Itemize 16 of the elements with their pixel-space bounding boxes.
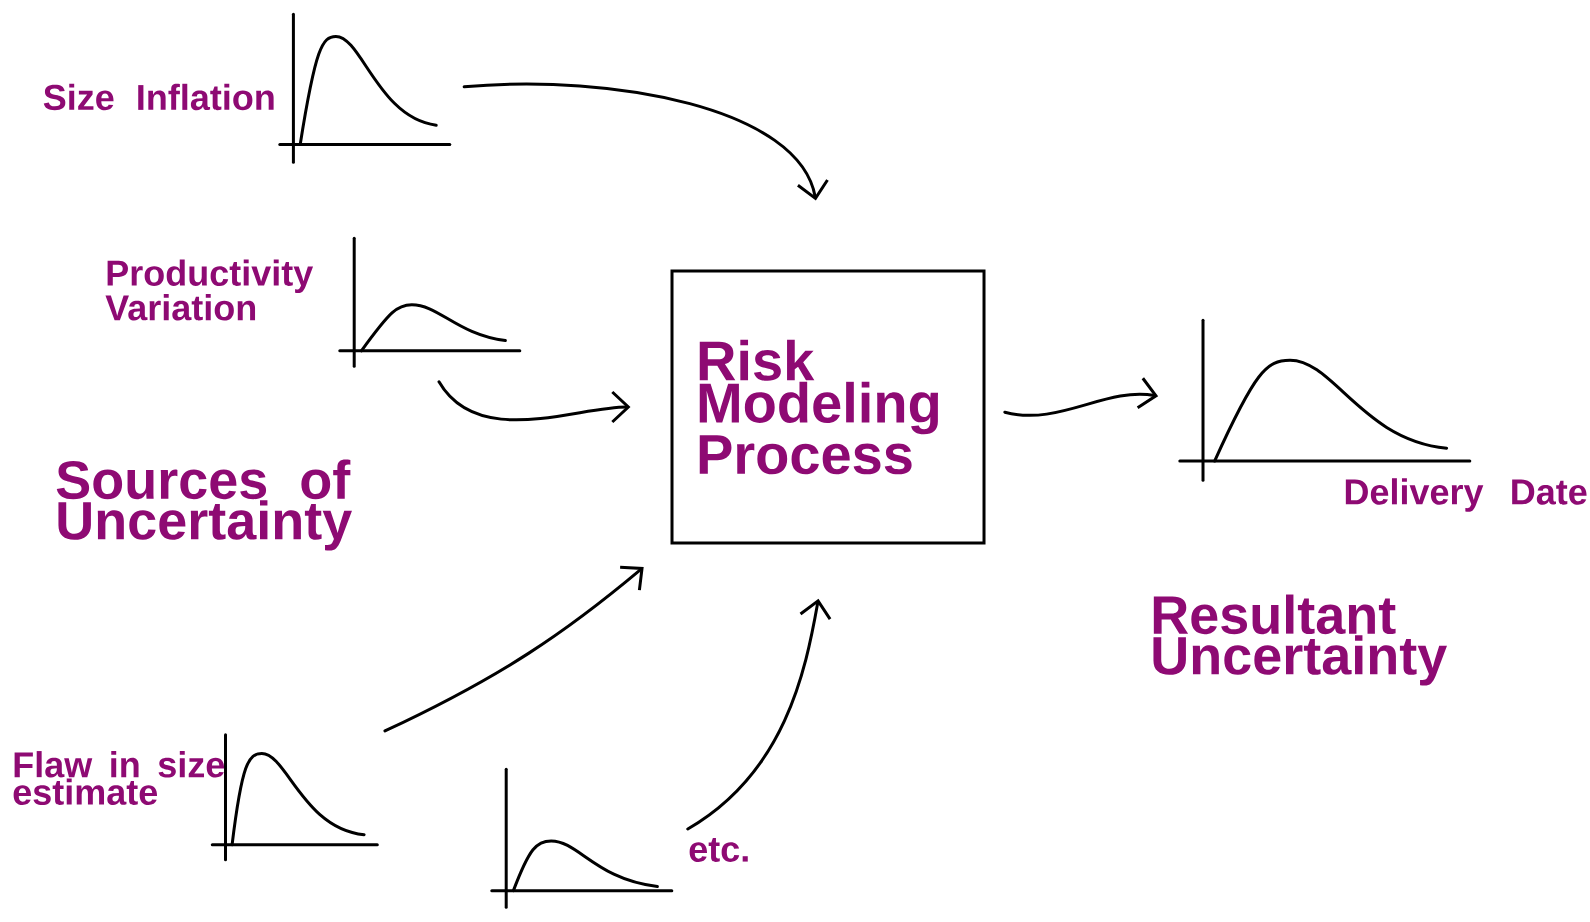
process-box: Risk Modeling Process <box>670 269 986 545</box>
heading-text: Sources of Uncertainty <box>56 459 352 551</box>
chart-label: Delivery Date <box>1345 478 1587 512</box>
curved-arrow <box>383 565 644 733</box>
distribution-chart-drawing <box>278 12 452 164</box>
chart-label: Size Inflation <box>43 83 274 111</box>
heading-text: Resultant Uncertainty <box>1153 594 1447 686</box>
distribution-chart-drawing <box>490 767 674 909</box>
distribution-chart-drawing <box>338 236 522 368</box>
chart-label: Flaw in size estimate <box>13 751 225 805</box>
chart-label: etc. <box>689 838 748 862</box>
curved-arrow <box>1003 377 1159 417</box>
curved-arrow <box>686 598 832 831</box>
curved-arrow <box>462 82 829 201</box>
chart-label: Productivity Variation <box>105 259 314 321</box>
curved-arrow <box>437 380 631 424</box>
